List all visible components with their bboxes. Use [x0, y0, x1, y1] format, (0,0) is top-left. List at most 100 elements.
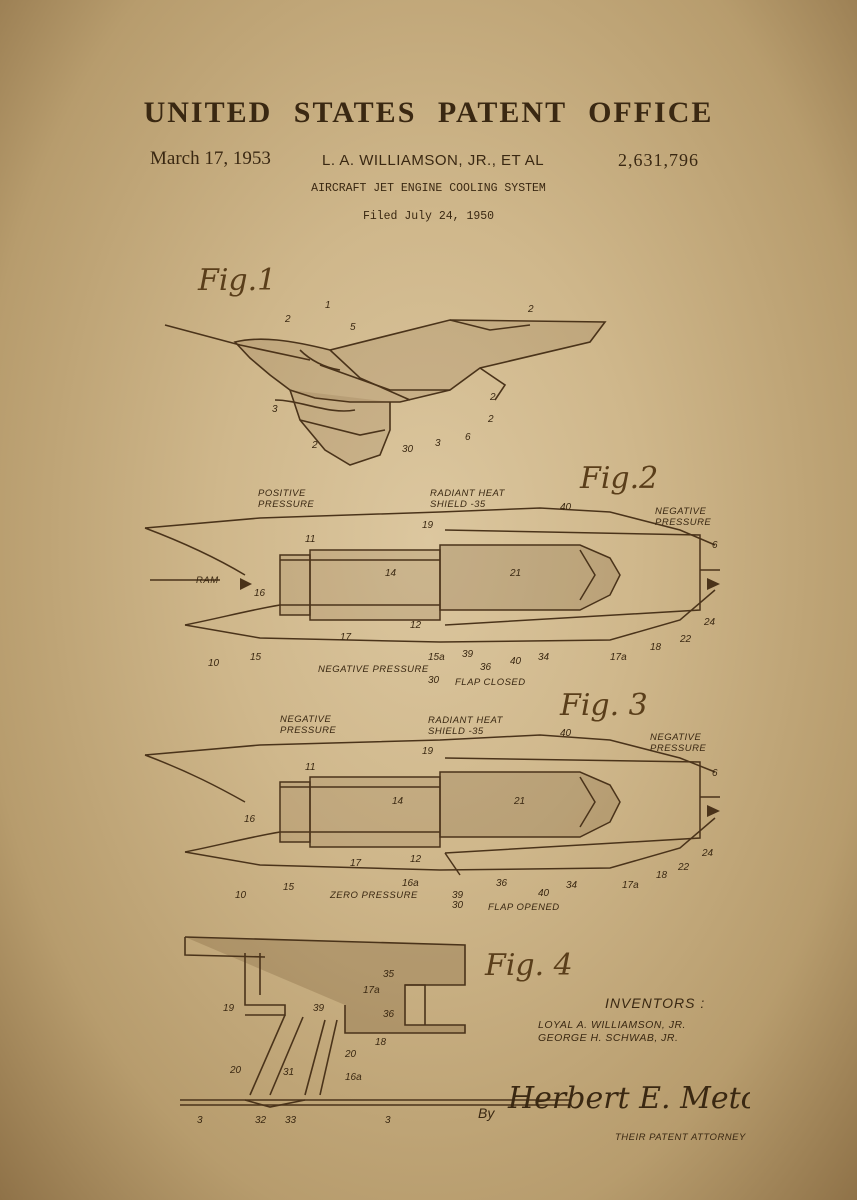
inventors-header-line: L. A. WILLIAMSON, JR., ET AL	[322, 152, 545, 169]
fig1-num-5: 5	[350, 322, 356, 333]
fig2-num-17: 17	[340, 632, 352, 643]
fig3-label: Fig. 3	[559, 688, 648, 723]
inventor-name-1: LOYAL A. WILLIAMSON, JR.	[538, 1019, 686, 1031]
fig3-num-40b: 40	[538, 888, 550, 899]
fig2-num-40b: 40	[510, 656, 522, 667]
figure-1-drawing: Fig.1 1 2 5 2 3 2 30 3 6 2 2	[164, 263, 607, 466]
fig2-num-30: 30	[428, 675, 440, 686]
fig1-num-30: 30	[402, 444, 414, 455]
fig1-num-1: 1	[325, 300, 331, 311]
fig4-num-33: 33	[285, 1115, 297, 1126]
fig4-num-18: 18	[375, 1037, 387, 1048]
fig3-num-34: 34	[566, 880, 578, 891]
fig4-num-39: 39	[313, 1003, 325, 1014]
by-label: By	[478, 1105, 495, 1121]
fig4-label: Fig. 4	[484, 948, 573, 983]
fig2-num-40: 40	[560, 502, 572, 513]
fig3-num-12: 12	[410, 854, 422, 865]
fig2-positive-1: POSITIVE	[258, 488, 306, 499]
fig3-num-24: 24	[701, 848, 714, 859]
patent-number: 2,631,796	[618, 150, 699, 170]
fig2-label: Fig.2	[579, 461, 658, 496]
fig2-num-22: 22	[679, 634, 692, 645]
fig2-num-19: 19	[422, 520, 434, 531]
fig3-zero-pressure: ZERO PRESSURE	[329, 890, 418, 901]
filed-date: Filed July 24, 1950	[362, 210, 495, 223]
fig2-radiant-2: SHIELD -35	[430, 499, 486, 510]
fig3-radiant-2: SHIELD -35	[428, 726, 484, 737]
fig4-num-35: 35	[383, 969, 395, 980]
fig2-radiant-1: RADIANT HEAT	[430, 488, 506, 499]
fig3-num-19: 19	[422, 746, 434, 757]
fig2-num-39: 39	[462, 649, 474, 660]
attorney-signature: Herbert E. Metcalf	[507, 1081, 750, 1116]
fig3-num-40: 40	[560, 728, 572, 739]
fig2-num-14: 14	[385, 568, 397, 579]
fig4-num-20b: 20	[344, 1049, 357, 1060]
fig3-num-16: 16	[244, 814, 256, 825]
fig1-num-6: 6	[465, 432, 471, 443]
fig3-num-10: 10	[235, 890, 247, 901]
fig2-num-18: 18	[650, 642, 662, 653]
fig3-negative-right-2: PRESSURE	[650, 743, 706, 754]
fig4-num-16a: 16a	[345, 1072, 362, 1083]
fig3-radiant-1: RADIANT HEAT	[428, 715, 504, 726]
fig2-flap-closed: FLAP CLOSED	[455, 677, 526, 688]
fig2-num-16: 16	[254, 588, 266, 599]
fig4-num-19: 19	[223, 1003, 235, 1014]
fig3-num-14: 14	[392, 796, 404, 807]
fig2-num-24: 24	[703, 617, 716, 628]
fig1-num-2c: 2	[311, 440, 318, 451]
fig3-negative-left-1: NEGATIVE	[280, 714, 331, 725]
fig2-num-15: 15	[250, 652, 262, 663]
fig3-num-30: 30	[452, 900, 464, 911]
figure-2-drawing: Fig.2 POSITIVE PRESSURE RADIANT HEAT SHI…	[144, 461, 720, 688]
fig1-num-2d: 2	[487, 414, 494, 425]
attorney-label: THEIR PATENT ATTORNEY	[615, 1132, 746, 1143]
inventors-block: INVENTORS : LOYAL A. WILLIAMSON, JR. GEO…	[478, 995, 750, 1143]
fig3-num-36: 36	[496, 878, 508, 889]
fig2-num-10: 10	[208, 658, 220, 669]
fig4-num-36: 36	[383, 1009, 395, 1020]
inventor-name-2: GEORGE H. SCHWAB, JR.	[538, 1032, 678, 1044]
fig4-num-20a: 20	[229, 1065, 242, 1076]
patent-subject: AIRCRAFT JET ENGINE COOLING SYSTEM	[311, 182, 546, 195]
fig1-num-2: 2	[284, 314, 291, 325]
fig2-negative-bottom: NEGATIVE PRESSURE	[318, 664, 429, 675]
fig2-ram: RAM	[196, 575, 219, 586]
fig4-num-31: 31	[283, 1067, 294, 1078]
fig3-num-17a: 17a	[622, 880, 639, 891]
fig2-num-12: 12	[410, 620, 422, 631]
fig3-num-16a: 16a	[402, 878, 419, 889]
fig1-num-2e: 2	[489, 392, 496, 403]
fig3-num-18: 18	[656, 870, 668, 881]
fig1-num-3: 3	[272, 404, 278, 415]
fig3-num-21: 21	[513, 796, 525, 807]
fig1-num-2b: 2	[527, 304, 534, 315]
fig2-num-36: 36	[480, 662, 492, 673]
fig3-flap-opened: FLAP OPENED	[488, 902, 560, 913]
fig4-num-17a: 17a	[363, 985, 380, 996]
fig3-negative-left-2: PRESSURE	[280, 725, 336, 736]
figure-4-drawing: Fig. 4 35 17a 36 19 39 18 20 20 31 16a 3…	[180, 936, 573, 1126]
fig3-negative-right-1: NEGATIVE	[650, 732, 701, 743]
fig2-num-34: 34	[538, 652, 550, 663]
fig4-num-32: 32	[255, 1115, 267, 1126]
office-title: UNITED STATES PATENT OFFICE	[143, 96, 714, 129]
fig2-negative-1: NEGATIVE	[655, 506, 706, 517]
patent-date: March 17, 1953	[150, 148, 271, 169]
fig1-label: Fig.1	[197, 263, 276, 298]
fig3-num-15: 15	[283, 882, 295, 893]
fig3-num-11: 11	[305, 762, 315, 773]
fig2-negative-2: PRESSURE	[655, 517, 711, 528]
fig2-num-17a: 17a	[610, 652, 627, 663]
figure-3-drawing: Fig. 3 NEGATIVE PRESSURE RADIANT HEAT SH…	[144, 688, 720, 913]
fig4-num-3a: 3	[197, 1115, 203, 1126]
fig3-num-22: 22	[677, 862, 690, 873]
inventors-heading: INVENTORS :	[605, 995, 705, 1011]
fig3-num-6: 6	[712, 768, 718, 779]
fig3-num-17: 17	[350, 858, 362, 869]
fig2-num-6: 6	[712, 540, 718, 551]
fig1-num-3b: 3	[435, 438, 441, 449]
